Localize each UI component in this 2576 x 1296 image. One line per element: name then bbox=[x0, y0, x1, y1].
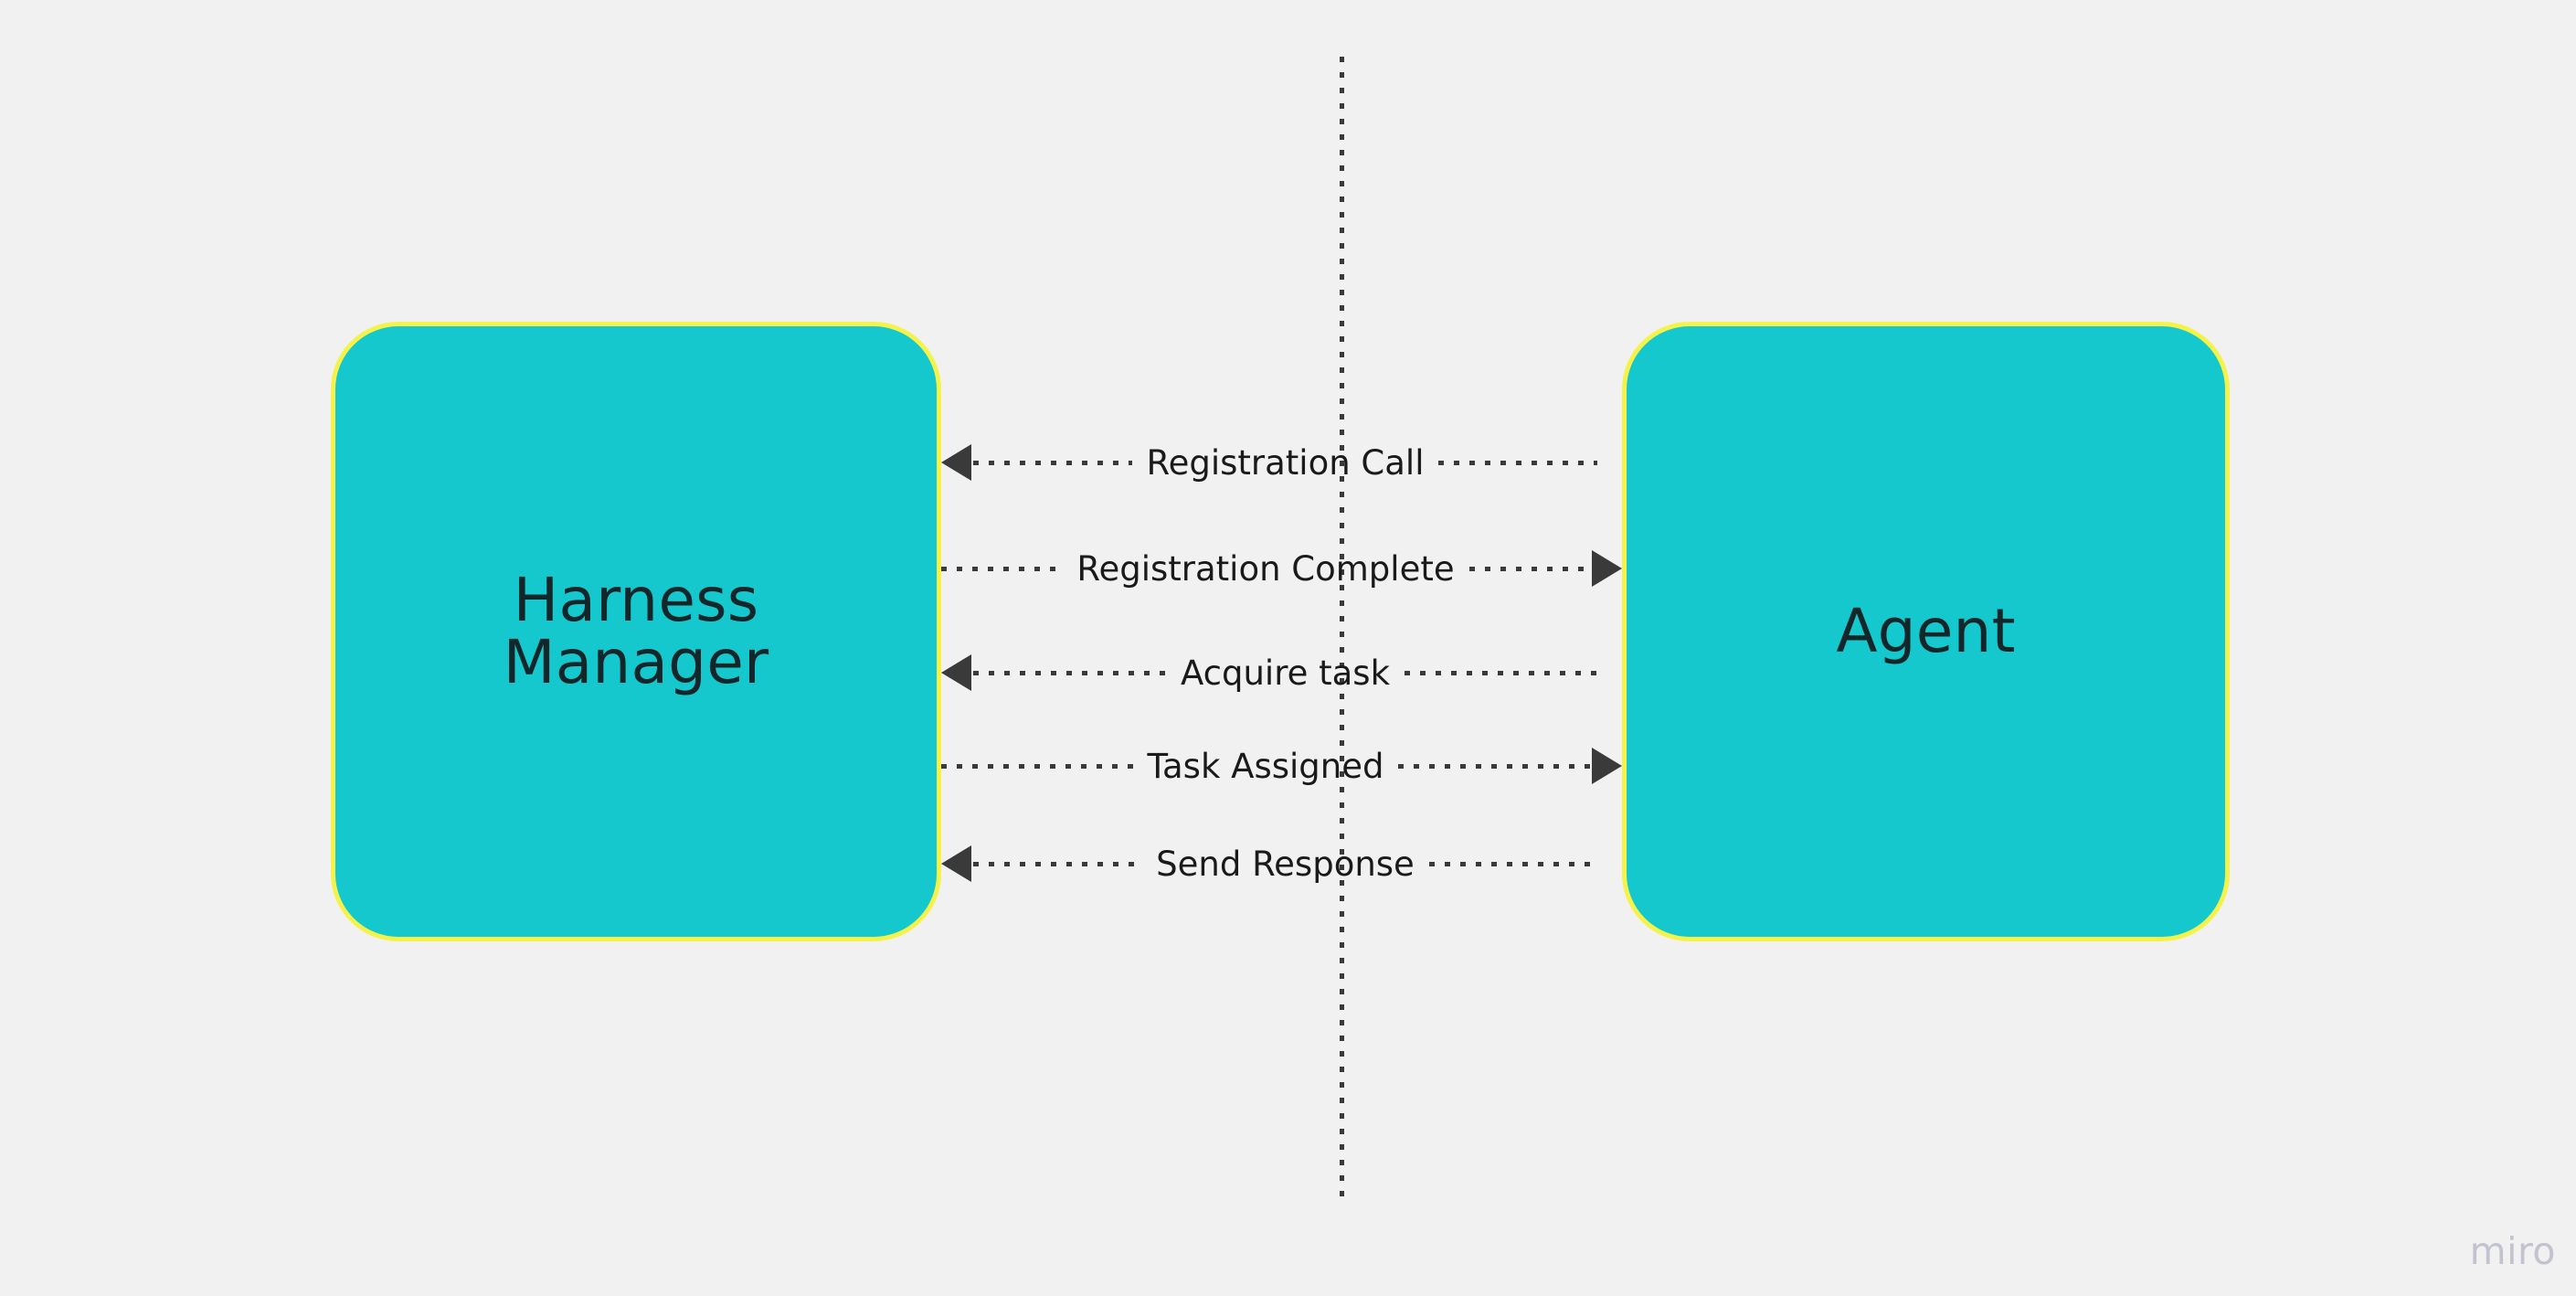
message-line bbox=[1468, 566, 1591, 571]
message-acquire-task[interactable]: Acquire task bbox=[941, 647, 1622, 698]
message-registration-call[interactable]: Registration Call bbox=[941, 437, 1622, 488]
node-agent-label: Agent bbox=[1836, 596, 2016, 667]
message-line bbox=[973, 861, 1142, 866]
message-line bbox=[973, 460, 1132, 465]
message-task-assigned[interactable]: Task Assigned bbox=[941, 740, 1623, 791]
message-label: Acquire task bbox=[1180, 653, 1391, 693]
message-line bbox=[1405, 670, 1597, 675]
arrow-right-icon bbox=[1592, 748, 1623, 784]
message-line bbox=[941, 763, 1133, 769]
node-harness-manager[interactable]: Harness Manager bbox=[331, 322, 941, 941]
node-harness-manager-label: Harness Manager bbox=[503, 565, 769, 697]
arrow-left-icon bbox=[941, 654, 971, 691]
node-agent[interactable]: Agent bbox=[1622, 322, 2230, 941]
lifeline-divider bbox=[1340, 57, 1344, 1202]
line-end-gap bbox=[1597, 864, 1622, 865]
message-label: Send Response bbox=[1156, 844, 1415, 884]
arrow-left-icon bbox=[941, 444, 971, 481]
message-label: Task Assigned bbox=[1147, 746, 1384, 786]
message-label: Registration Call bbox=[1146, 442, 1425, 483]
line-end-gap bbox=[1597, 462, 1622, 463]
arrow-right-icon bbox=[1592, 550, 1623, 587]
message-line bbox=[1438, 460, 1598, 465]
message-line bbox=[1398, 763, 1591, 769]
line-end-gap bbox=[1597, 673, 1622, 674]
message-line bbox=[1428, 861, 1597, 866]
message-line bbox=[941, 566, 1063, 571]
message-label: Registration Complete bbox=[1076, 548, 1455, 589]
message-registration-complete[interactable]: Registration Complete bbox=[941, 543, 1623, 594]
message-line bbox=[973, 670, 1166, 675]
miro-watermark: miro bbox=[2469, 1229, 2556, 1273]
message-send-response[interactable]: Send Response bbox=[941, 838, 1622, 889]
arrow-left-icon bbox=[941, 845, 971, 882]
